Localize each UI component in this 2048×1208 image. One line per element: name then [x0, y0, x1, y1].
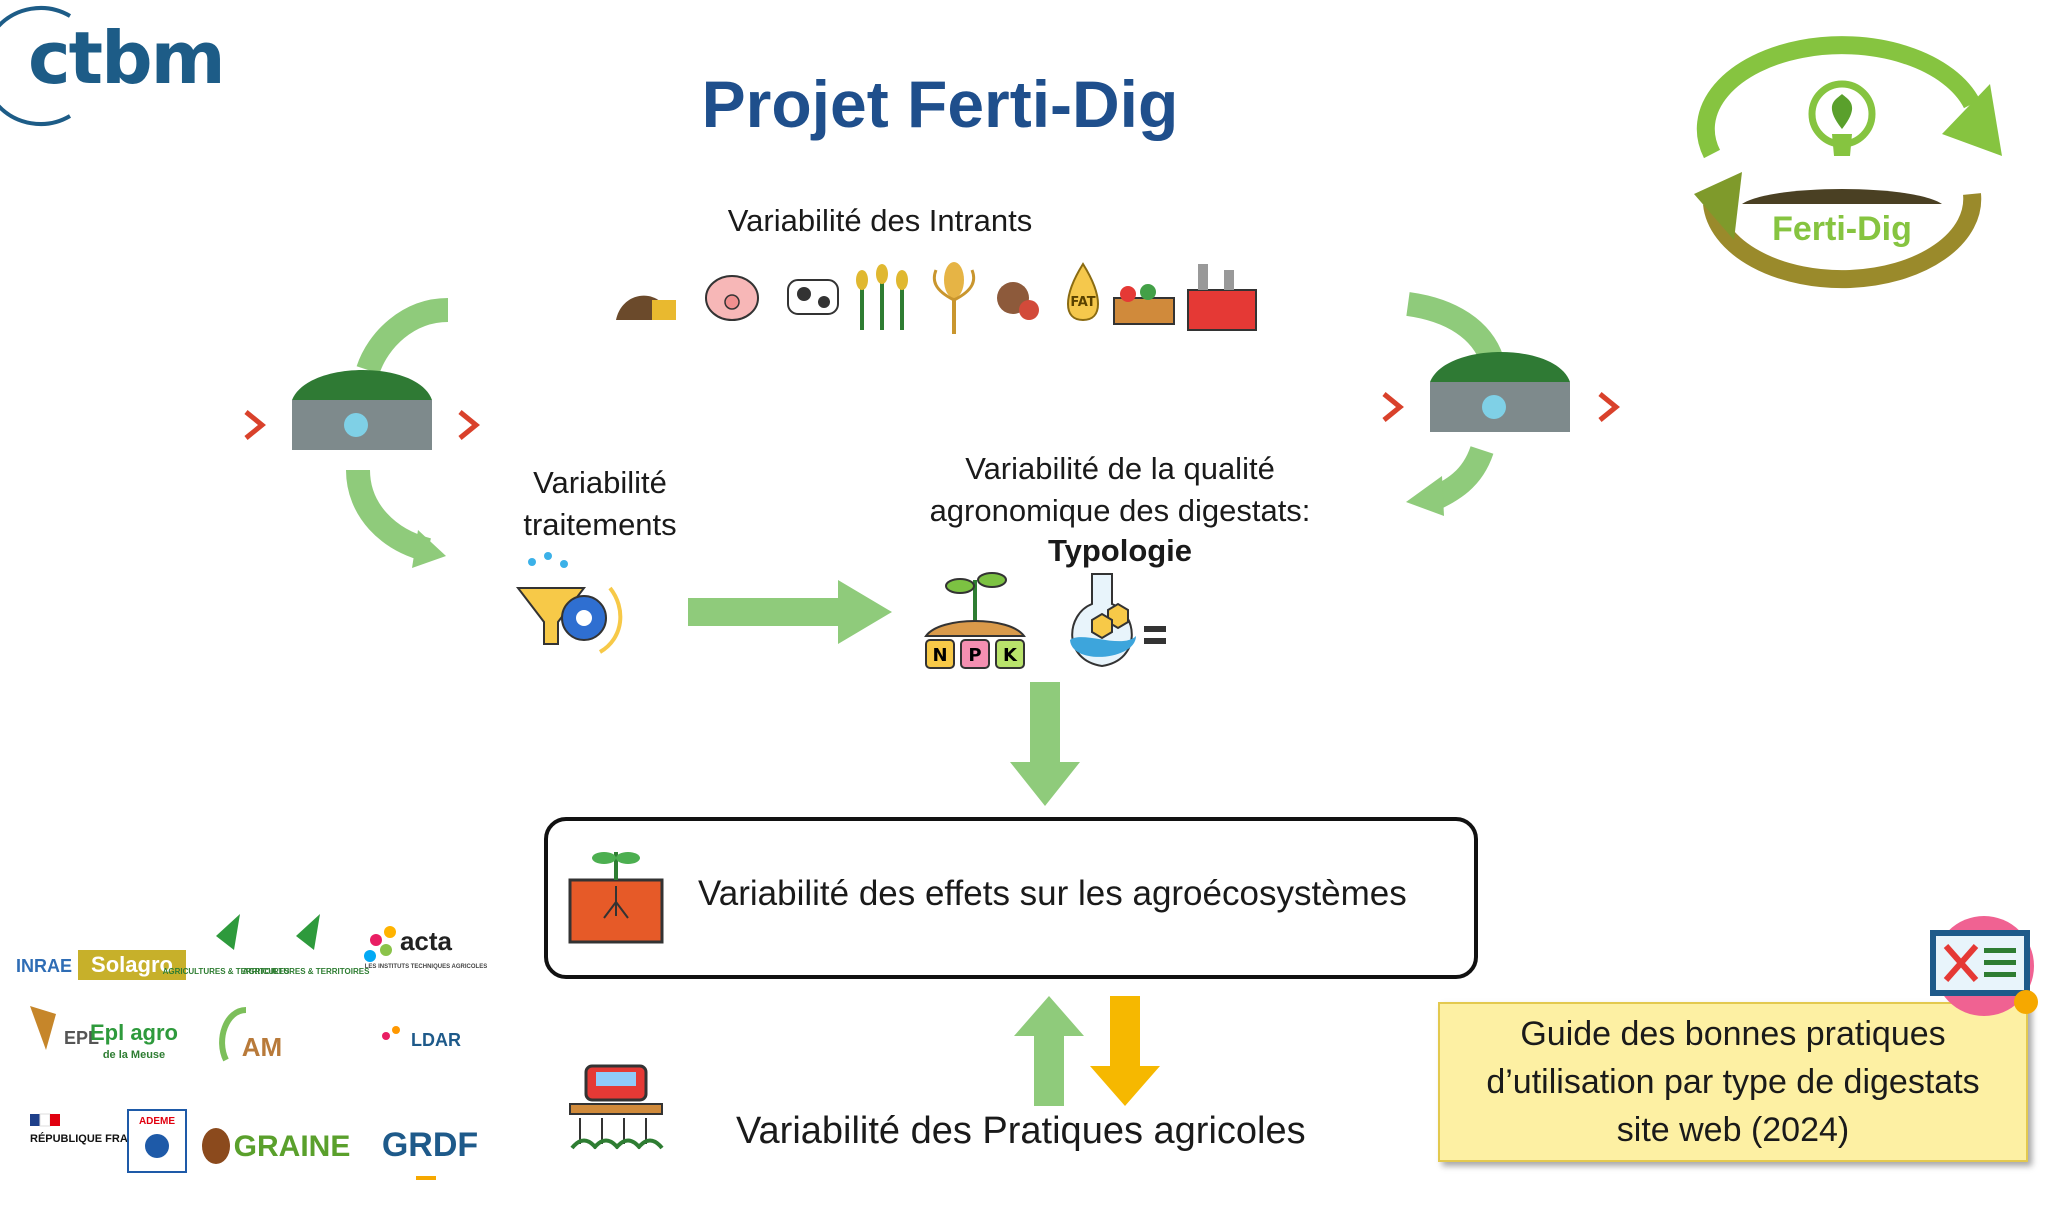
- svg-text:EPL: EPL: [64, 1028, 99, 1048]
- traitements-label: Variabilité traitements: [480, 462, 720, 546]
- guide-line1: Guide des bonnes pratiques: [1520, 1015, 1946, 1053]
- food-waste-icon: [997, 282, 1039, 320]
- effets-label: Variabilité des effets sur les agroécosy…: [698, 874, 1407, 913]
- arrow-down-yellow: [1090, 996, 1160, 1106]
- svg-text:LES INSTITUTS TECHNIQUES AGRIC: LES INSTITUTS TECHNIQUES AGRICOLES: [365, 964, 487, 970]
- svg-text:AGRICULTURES & TERRITOIRES: AGRICULTURES & TERRITOIRES: [163, 967, 290, 976]
- qualite-label-line2: agronomique des digestats:: [929, 493, 1311, 528]
- crops-icon: [856, 264, 908, 330]
- intrants-icons: FAT: [616, 262, 1257, 334]
- npk-letter-p: P: [968, 645, 981, 666]
- factory-icon: [1187, 264, 1257, 331]
- website-tools-icon: [1930, 916, 2038, 1016]
- qualite-label: Variabilité de la qualité agronomique de…: [900, 448, 1340, 532]
- arrow-down: [1010, 682, 1080, 806]
- qualite-label-line1: Variabilité de la qualité: [965, 451, 1275, 486]
- treatment-funnel-gear-icon: [515, 552, 623, 654]
- svg-text:AGRICULTURES & TERRITOIRES: AGRICULTURES & TERRITOIRES: [243, 967, 370, 976]
- svg-text:AM: AM: [242, 1032, 282, 1062]
- cow-icon: [787, 279, 839, 315]
- ferti-dig-logo-text: Ferti-Dig: [1772, 210, 1912, 248]
- tractor-field-icon: [569, 1064, 664, 1150]
- output-chevron-icon: [458, 410, 480, 440]
- agricultures-territoires-logo-1: AGRICULTURES & TERRITOIRES: [163, 914, 290, 976]
- npk-letter-k: K: [1003, 645, 1018, 666]
- pratiques-label: Variabilité des Pratiques agricoles: [736, 1110, 1306, 1152]
- fat-drop-icon: FAT: [1067, 262, 1099, 322]
- traitements-label-line2: traitements: [523, 507, 677, 542]
- wheat-icon: [932, 262, 976, 334]
- ctbm-logo: [0, 6, 72, 126]
- ademe-logo: ADEME: [127, 1109, 187, 1173]
- input-chevron-icon: [244, 410, 266, 440]
- svg-text:de la Meuse: de la Meuse: [103, 1049, 165, 1061]
- digester-icon: [1430, 352, 1570, 432]
- svg-text:acta: acta: [400, 926, 453, 956]
- agricultures-territoires-logo-2: AGRICULTURES & TERRITOIRES: [243, 914, 370, 976]
- epl-logo: EPL: [30, 1006, 99, 1050]
- input-chevron-icon: [1382, 392, 1404, 422]
- soil-plant-icon: [568, 852, 664, 944]
- output-chevron-icon: [1598, 392, 1620, 422]
- chemistry-flask-icon: [1070, 573, 1166, 668]
- traitements-label-line1: Variabilité: [533, 465, 667, 500]
- ferti-dig-logo: Ferti-Dig: [1694, 36, 2002, 289]
- guide-box: [1438, 1002, 2028, 1162]
- inrae-logo: INRAE: [16, 956, 72, 976]
- fat-label: FAT: [1070, 295, 1095, 310]
- effets-box: [544, 817, 1478, 979]
- typologie-label: Typologie: [1047, 533, 1193, 568]
- digester-icon: [292, 370, 432, 450]
- guide-line2: d’utilisation par type de digestats: [1486, 1063, 1980, 1101]
- arrow-up: [1014, 996, 1084, 1106]
- page-title: Projet Ferti-Dig: [701, 67, 1179, 141]
- arrow-right: [688, 580, 892, 644]
- solagro-logo: Solagro: [91, 952, 173, 977]
- manure-icon: [616, 295, 676, 320]
- pig-icon: [705, 275, 759, 321]
- npk-plant-icon: N P K: [924, 572, 1026, 669]
- vegetable-crate-icon: [1113, 284, 1175, 325]
- am-logo: AM: [219, 1007, 282, 1062]
- svg-text:GRDF: GRDF: [382, 1126, 478, 1164]
- partner-logos: INRAE Solagro AGRICULTURES & TERRITOIRES…: [16, 914, 487, 1180]
- npk-letter-n: N: [932, 645, 947, 666]
- ctbm-logo-text: ctbm: [28, 16, 226, 100]
- guide-line3: site web (2024): [1616, 1111, 1850, 1149]
- acta-logo: acta LES INSTITUTS TECHNIQUES AGRICOLES: [364, 926, 487, 970]
- svg-text:GRAINE: GRAINE: [234, 1130, 351, 1163]
- right-digester-cycle: [1382, 292, 1620, 516]
- left-digester-cycle: [244, 298, 480, 568]
- ldar-logo: LDAR: [382, 1026, 461, 1050]
- graine-logo: GRAINE: [202, 1128, 350, 1164]
- svg-text:Epl agro: Epl agro: [90, 1020, 178, 1045]
- svg-text:ADEME: ADEME: [139, 1116, 175, 1127]
- grdf-logo: GRDF: [382, 1126, 478, 1180]
- epl-agro-meuse-logo: Epl agro de la Meuse: [90, 1020, 178, 1061]
- svg-text:LDAR: LDAR: [411, 1030, 461, 1050]
- intrants-label: Variabilité des Intrants: [727, 203, 1033, 238]
